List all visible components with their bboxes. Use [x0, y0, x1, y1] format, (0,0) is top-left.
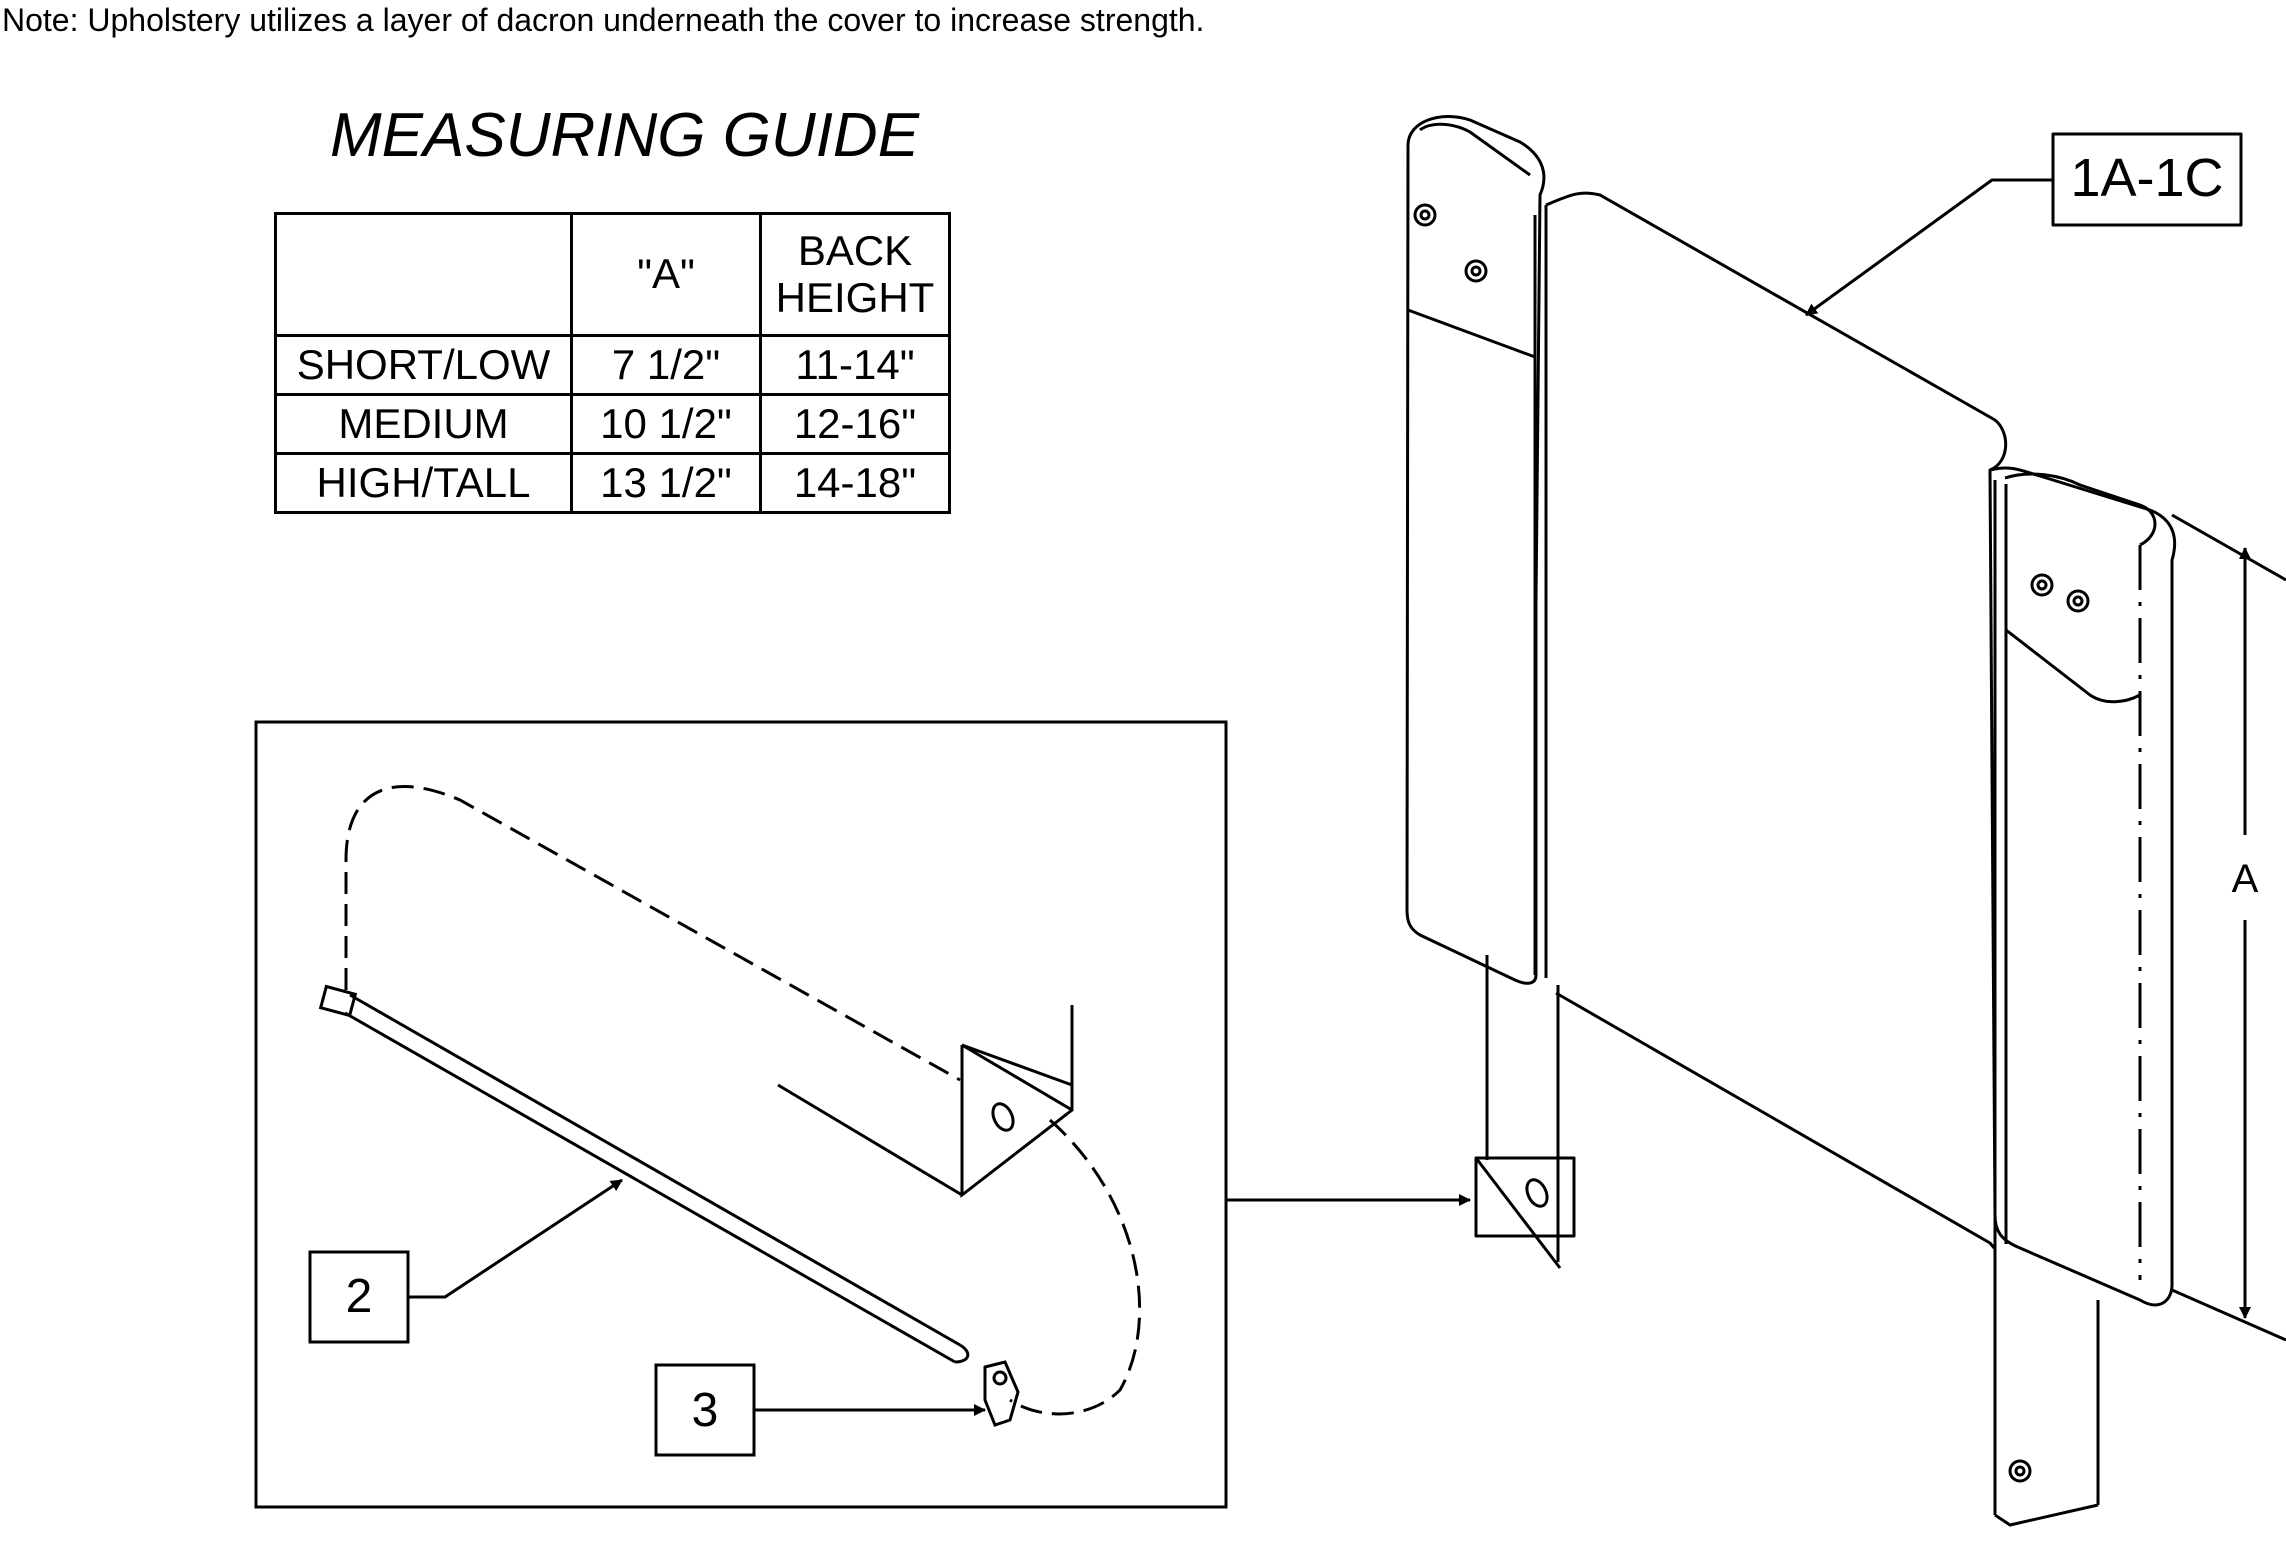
cable-tie-dashed-path — [344, 785, 961, 1082]
upholstery-left-wrap — [1405, 115, 1546, 985]
left-wrap-fold — [1407, 308, 1536, 359]
dimension-ext-top — [2171, 513, 2286, 582]
detail-frame — [254, 720, 1228, 1509]
table-cell: 13 1/2" — [570, 452, 762, 514]
table-cell: 10 1/2" — [570, 393, 762, 455]
cable-tie — [318, 984, 970, 1364]
right-wrap-top-curve — [2004, 472, 2157, 547]
callout-label-3: 3 — [692, 1384, 719, 1437]
table-header-cell: "A" — [570, 212, 762, 337]
header-back-line2: HEIGHT — [775, 273, 935, 321]
upholstery-top-edge — [1545, 191, 2008, 472]
measuring-guide-table: "A" BACK HEIGHT SHORT/LOW 7 1/2" 11-14" … — [274, 212, 951, 514]
table-row: HIGH/TALL 13 1/2" 14-18" — [274, 452, 951, 514]
left-wrap-top-curve — [1419, 122, 1531, 177]
bracket-corner — [777, 1005, 1074, 1199]
left-bracket-hole — [1525, 1178, 1549, 1208]
header-back-line1: BACK — [797, 227, 913, 275]
table-cell: HIGH/TALL — [274, 452, 573, 514]
callout-leader-1a-1c — [1805, 178, 2053, 317]
table-cell: 14-18" — [759, 452, 951, 514]
upholstery-bottom-edge — [1555, 991, 1997, 1250]
left-post-bracket — [1474, 1156, 1576, 1238]
callout-label-1a-1c: 1A-1C — [2070, 148, 2223, 208]
detail-view — [254, 720, 1471, 1509]
table-header-cell: BACK HEIGHT — [759, 212, 951, 337]
upholstery-note: Note: Upholstery utilizes a layer of dac… — [2, 2, 1205, 38]
dimension-label-a: A — [2232, 857, 2259, 901]
cable-tie-head — [318, 984, 358, 1018]
table-cell: MEDIUM — [274, 393, 573, 455]
cable-tie-dashed-loop — [1009, 1118, 1142, 1416]
dimension-ext-bottom — [2171, 1288, 2286, 1342]
left-screw-upper — [1413, 203, 1437, 227]
table-cell: 12-16" — [759, 393, 951, 455]
callout-label-2: 2 — [346, 1270, 373, 1323]
table-header-cell — [274, 212, 573, 337]
right-screw-upper-a — [2030, 573, 2054, 597]
table-row: MEDIUM 10 1/2" 12-16" — [274, 393, 951, 455]
back-upholstery-assembly — [1405, 115, 2286, 1527]
clip-hole — [992, 1370, 1008, 1386]
bracket-hole — [991, 1102, 1015, 1132]
table-cell: 11-14" — [759, 334, 951, 396]
right-wrap-fold — [2005, 628, 2141, 704]
table-row: SHORT/LOW 7 1/2" 11-14" — [274, 334, 951, 396]
mounting-clip — [983, 1360, 1020, 1427]
table-cell: SHORT/LOW — [274, 334, 573, 396]
callout-leader-2 — [408, 1178, 623, 1299]
left-screw-lower — [1464, 259, 1488, 283]
right-post-screw — [2008, 1459, 2032, 1483]
measuring-guide-title: MEASURING GUIDE — [330, 101, 920, 170]
table-cell: 7 1/2" — [570, 334, 762, 396]
right-screw-upper-b — [2066, 589, 2090, 613]
table-header-row: "A" BACK HEIGHT — [274, 212, 951, 337]
